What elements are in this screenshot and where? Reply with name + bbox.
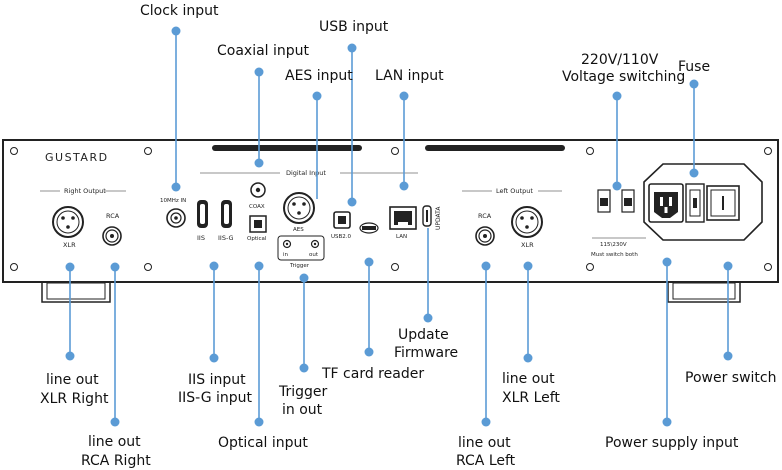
foot-left-inner: [46, 282, 106, 300]
screw: [586, 263, 594, 271]
line-out-xlr-right-annotation-line1: line out: [46, 372, 99, 388]
optical-port[interactable]: [249, 215, 267, 233]
iis-port-label: IIS: [197, 234, 205, 242]
lan-port[interactable]: [389, 206, 417, 230]
screw: [10, 263, 18, 271]
leader-lines: [65, 26, 733, 427]
update-firmware-annotation-line1: Update: [398, 327, 449, 343]
right-output-label: Right Output: [64, 187, 106, 195]
aes-port-label: AES: [293, 227, 304, 233]
coaxial-input-annotation: Coaxial input: [217, 43, 310, 59]
screw: [144, 147, 152, 155]
trigger-in-label: in: [283, 252, 289, 258]
screw: [144, 263, 152, 271]
trigger-out-jack[interactable]: [310, 239, 320, 249]
optical-input-annotation: Optical input: [218, 435, 308, 451]
line-out-rca-left-annotation-line1: line out: [458, 435, 511, 451]
coax-jack[interactable]: [250, 182, 266, 198]
screw: [764, 263, 772, 271]
voltage-switch-2[interactable]: [621, 189, 635, 213]
voltage-switch-1[interactable]: [597, 189, 611, 213]
left-output-label: Left Output: [496, 187, 533, 195]
screw: [586, 147, 594, 155]
trigger-annotation-line1: Trigger: [278, 384, 328, 400]
iis-input-annotation-line1: IIS input: [188, 372, 246, 388]
iis-input-annotation-line2: IIS-G input: [178, 390, 253, 406]
aes-jack[interactable]: [283, 192, 315, 224]
voltage-switching-annotation-line2: Voltage switching: [562, 69, 685, 85]
xlr-right-label: XLR: [63, 241, 76, 249]
screw: [10, 147, 18, 155]
update-firmware-annotation-line2: Firmware: [394, 345, 458, 361]
rca-left-jack[interactable]: [475, 226, 495, 246]
trigger-block: in out Trigger: [277, 235, 325, 269]
update-port-label: UPDATA: [435, 206, 442, 230]
screw-group: [10, 147, 772, 271]
voltage-note: Must switch both: [591, 252, 638, 258]
clock-dot-bottom: [171, 182, 181, 192]
aes-input-annotation: AES input: [285, 68, 353, 84]
vent-bar-1: [212, 145, 362, 151]
tf-card-reader-annotation: TF card reader: [321, 366, 424, 382]
rca-right-jack[interactable]: [102, 226, 122, 246]
tf-card-slot[interactable]: [359, 222, 379, 234]
device-rear-panel: GUSTARD Right Output XLR RCA Digital Inp…: [2, 139, 779, 303]
update-port[interactable]: [422, 205, 432, 227]
annotations: Clock input Coaxial input USB input AES …: [40, 3, 776, 469]
trigger-in-jack[interactable]: [282, 239, 292, 249]
fuse-annotation: Fuse: [678, 59, 710, 75]
xlr-left-jack[interactable]: [511, 206, 543, 238]
trigger-out-label: out: [309, 252, 319, 258]
xlr-right-jack[interactable]: [52, 206, 84, 238]
iisg-port[interactable]: [221, 200, 232, 228]
iec-power-inlet[interactable]: [648, 183, 684, 223]
iis-port[interactable]: [197, 200, 208, 228]
power-supply-input-annotation: Power supply input: [605, 435, 739, 451]
usb-port[interactable]: [333, 211, 351, 229]
optical-port-label: Optical: [247, 236, 267, 242]
line-out-rca-right-annotation-line2: RCA Right: [81, 453, 151, 469]
trigger-label: Trigger: [289, 263, 310, 269]
voltage-label: 115\230V: [600, 242, 627, 248]
brand-logo: GUSTARD: [45, 151, 109, 164]
clock-input-annotation: Clock input: [140, 3, 219, 19]
digital-input-label: Digital Input: [286, 169, 326, 177]
clock-port-label: 10MHz IN: [160, 198, 186, 204]
clock-bnc-jack[interactable]: [166, 208, 186, 228]
line-out-xlr-right-annotation-line2: XLR Right: [40, 391, 109, 407]
voltage-switching-annotation-line1: 220V/110V: [581, 52, 659, 68]
line-out-xlr-left-annotation-line1: line out: [502, 371, 555, 387]
power-switch[interactable]: [706, 185, 740, 221]
lan-input-annotation: LAN input: [375, 68, 444, 84]
line-out-rca-right-annotation-line1: line out: [88, 434, 141, 450]
vent-bar-2: [425, 145, 565, 151]
power-module: [643, 163, 763, 241]
screw: [391, 263, 399, 271]
lan-port-label: LAN: [396, 234, 407, 240]
line-out-xlr-left-annotation-line2: XLR Left: [502, 390, 560, 406]
line-out-rca-left-annotation-line2: RCA Left: [456, 453, 516, 469]
rca-left-label: RCA: [478, 212, 492, 220]
power-switch-annotation: Power switch: [685, 370, 776, 386]
xlr-left-label: XLR: [521, 241, 534, 249]
fuse-holder[interactable]: [685, 183, 705, 223]
trigger-annotation-line2: in out: [282, 402, 323, 418]
usb-input-annotation: USB input: [319, 19, 389, 35]
clock-dot-top: [171, 26, 181, 36]
foot-right-inner: [672, 282, 736, 300]
usb-port-label: USB2.0: [331, 234, 352, 240]
screw: [391, 147, 399, 155]
coax-port-label: COAX: [249, 204, 265, 210]
screw: [764, 147, 772, 155]
iisg-port-label: IIS-G: [218, 234, 234, 242]
rca-right-label: RCA: [106, 212, 120, 220]
